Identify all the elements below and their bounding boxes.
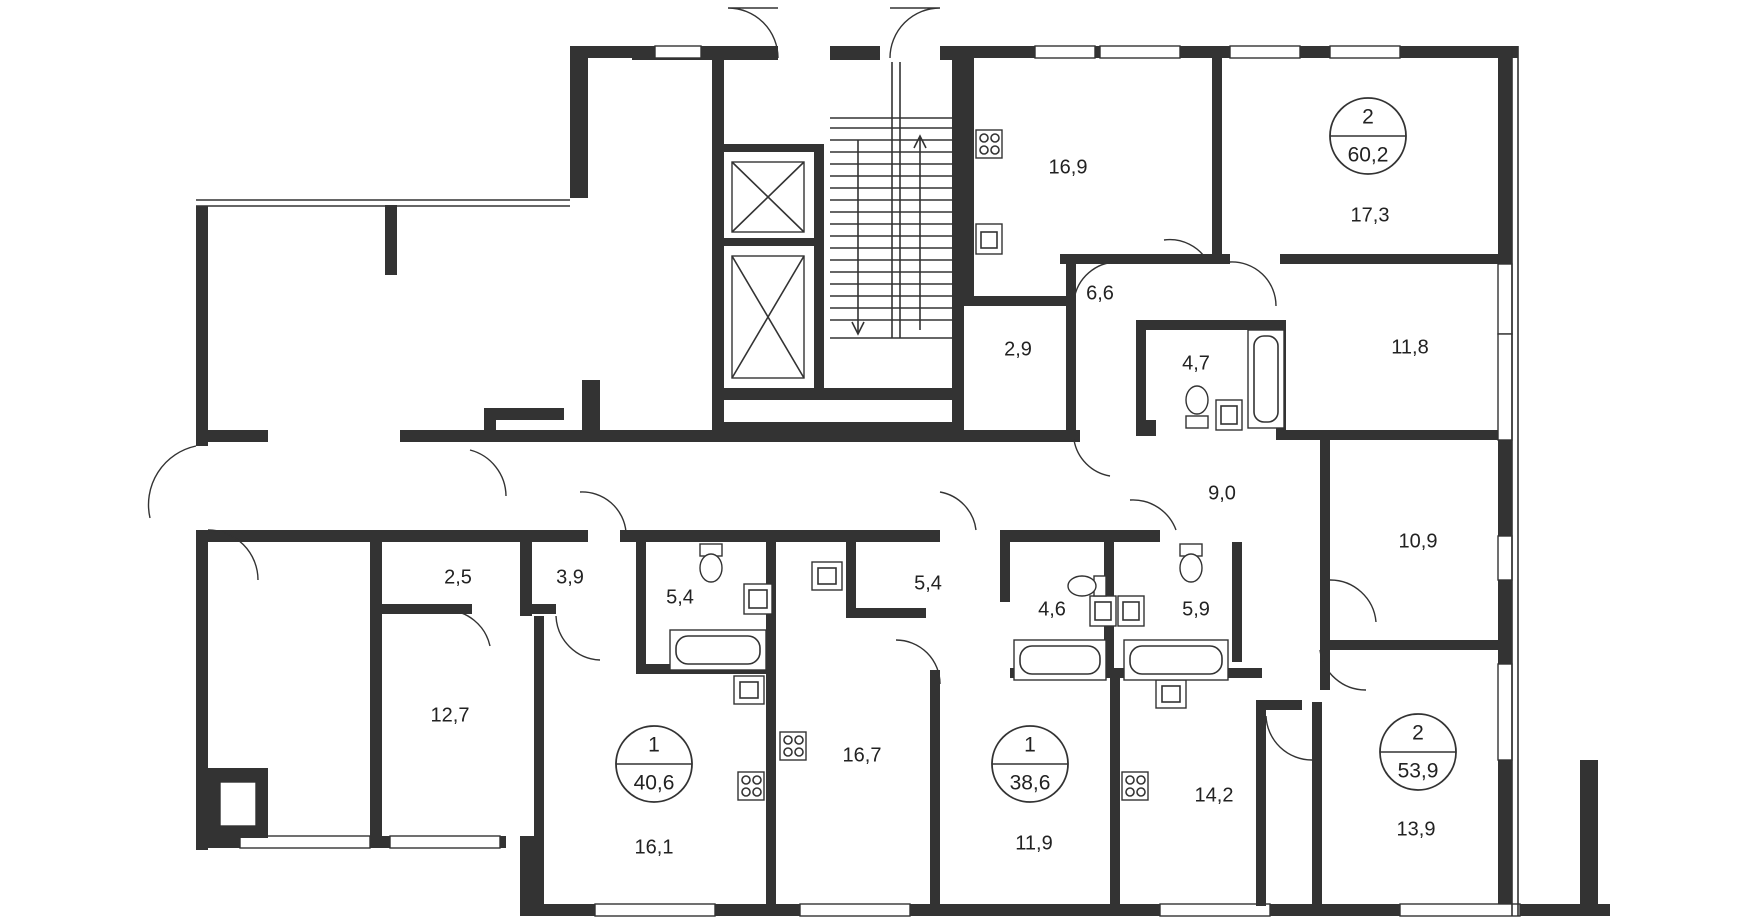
apartment-total-area: 60,2	[1348, 144, 1389, 167]
sink-icon	[1215, 399, 1243, 431]
toilet-icon	[1067, 575, 1107, 597]
apartment-badge: 2 60,2	[1329, 97, 1407, 175]
apartment-badge: 2 53,9	[1379, 713, 1457, 791]
room-area-2-9: 2,9	[1004, 338, 1032, 360]
sink-icon	[811, 561, 843, 591]
room-area-9-0: 9,0	[1208, 482, 1236, 504]
apartment-room-count: 2	[1362, 106, 1374, 129]
room-area-11-9: 11,9	[1015, 832, 1052, 854]
room-area-5-4-a: 5,4	[666, 586, 694, 608]
room-area-13-9: 13,9	[1397, 818, 1436, 840]
apartment-room-count: 2	[1412, 722, 1424, 745]
sink-icon	[1089, 595, 1117, 627]
interior-walls	[208, 58, 1498, 916]
stair-steps	[830, 127, 952, 336]
sink-icon	[1155, 679, 1187, 709]
room-area-10-9: 10,9	[1399, 530, 1438, 552]
bathtub-icon	[1123, 639, 1229, 681]
room-area-6-6: 6,6	[1086, 282, 1114, 304]
room-area-16-1: 16,1	[635, 836, 674, 858]
bathtub-icon	[1013, 639, 1107, 681]
apartment-total-area: 38,6	[1010, 772, 1051, 795]
sink-icon	[975, 223, 1003, 255]
toilet-icon	[1179, 543, 1203, 583]
room-area-5-4-b: 5,4	[914, 572, 942, 594]
room-area-14-2: 14,2	[1195, 784, 1234, 806]
stair-arrow-icon	[913, 134, 927, 330]
apartment-badge: 1 38,6	[991, 725, 1069, 803]
room-area-4-6: 4,6	[1038, 598, 1066, 620]
stove-icon	[975, 129, 1003, 159]
room-area-2-5: 2,5	[444, 566, 472, 588]
room-area-5-9: 5,9	[1182, 598, 1210, 620]
apartment-room-count: 1	[1024, 734, 1036, 757]
apartment-total-area: 40,6	[634, 772, 675, 795]
room-area-17-3: 17,3	[1351, 204, 1390, 226]
windows	[239, 45, 1521, 917]
toilet-icon	[699, 543, 723, 583]
sink-icon	[1117, 595, 1145, 627]
bathtub-icon	[669, 629, 767, 671]
doors	[147, 7, 1377, 761]
stove-icon	[1121, 771, 1149, 801]
room-area-4-7: 4,7	[1182, 352, 1210, 374]
room-area-16-7: 16,7	[843, 744, 882, 766]
room-area-11-8: 11,8	[1391, 336, 1428, 358]
apartment-badge: 1 40,6	[615, 725, 693, 803]
stove-icon	[737, 771, 765, 801]
sink-icon	[743, 583, 773, 615]
stair-arrow-icon	[851, 140, 865, 336]
room-area-16-9: 16,9	[1049, 156, 1088, 178]
room-labels: 16,9 17,3 6,6 2,9 4,7 11,8 9,0 10,9 2,5 …	[431, 156, 1438, 858]
bathtub-icon	[1247, 329, 1285, 429]
room-area-12-7: 12,7	[431, 704, 470, 726]
room-area-3-9: 3,9	[556, 566, 584, 588]
fixtures	[669, 129, 1285, 801]
apartment-room-count: 1	[648, 734, 660, 757]
toilet-icon	[1185, 385, 1209, 429]
stove-icon	[779, 731, 807, 761]
sink-icon	[733, 675, 765, 705]
apartment-total-area: 53,9	[1398, 760, 1439, 783]
